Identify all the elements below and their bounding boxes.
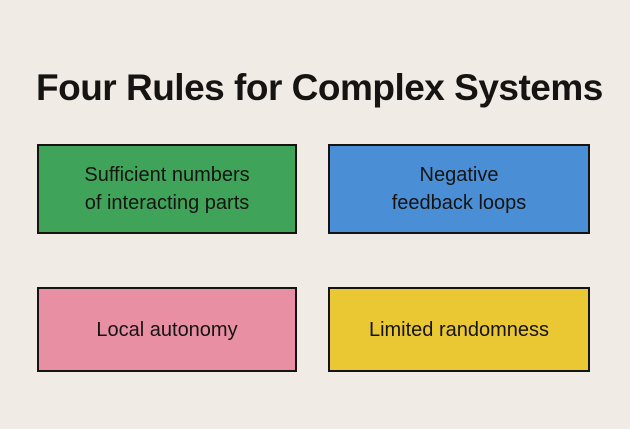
rule-box-label: Sufficient numbers of interacting parts [84,164,250,214]
rule-box-sufficient-numbers: Sufficient numbers of interacting parts [37,144,297,234]
page-title: Four Rules for Complex Systems [36,66,603,108]
rule-box-limited-randomness: Limited randomness [328,287,590,372]
rule-box-local-autonomy: Local autonomy [37,287,297,372]
rule-box-label: Limited randomness [368,318,550,341]
rule-box-label: Local autonomy [96,318,238,341]
rule-box-label: Negative feedback loops [391,164,527,214]
rule-box-negative-feedback-loops: Negative feedback loops [328,144,590,234]
